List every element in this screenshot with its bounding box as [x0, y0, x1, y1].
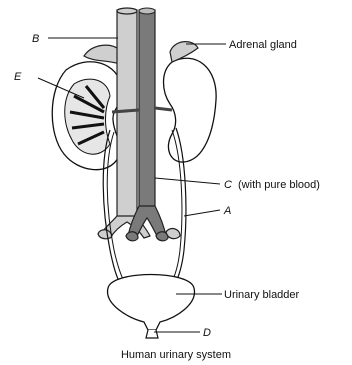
label-urinary-bladder: Urinary bladder — [224, 289, 300, 301]
urethra — [146, 330, 158, 338]
urinary-bladder — [108, 275, 195, 331]
right-iliac-end — [98, 230, 112, 239]
renal-vessel-left — [112, 110, 139, 112]
left-iliac-end — [166, 229, 180, 239]
label-E: E — [14, 71, 22, 83]
label-B: B — [32, 33, 39, 45]
label-A: A — [223, 205, 231, 217]
caption: Human urinary system — [121, 349, 231, 361]
leader-C — [155, 178, 220, 184]
leader-A — [184, 210, 220, 216]
renal-vessel-right — [155, 108, 172, 110]
label-C: C (with pure blood) — [224, 179, 320, 191]
label-D: D — [203, 327, 211, 339]
label-adrenal-gland: Adrenal gland — [229, 39, 297, 51]
left-kidney — [52, 62, 122, 170]
label-C-note: (with pure blood) — [238, 179, 320, 191]
label-C-letter: C — [224, 179, 232, 191]
